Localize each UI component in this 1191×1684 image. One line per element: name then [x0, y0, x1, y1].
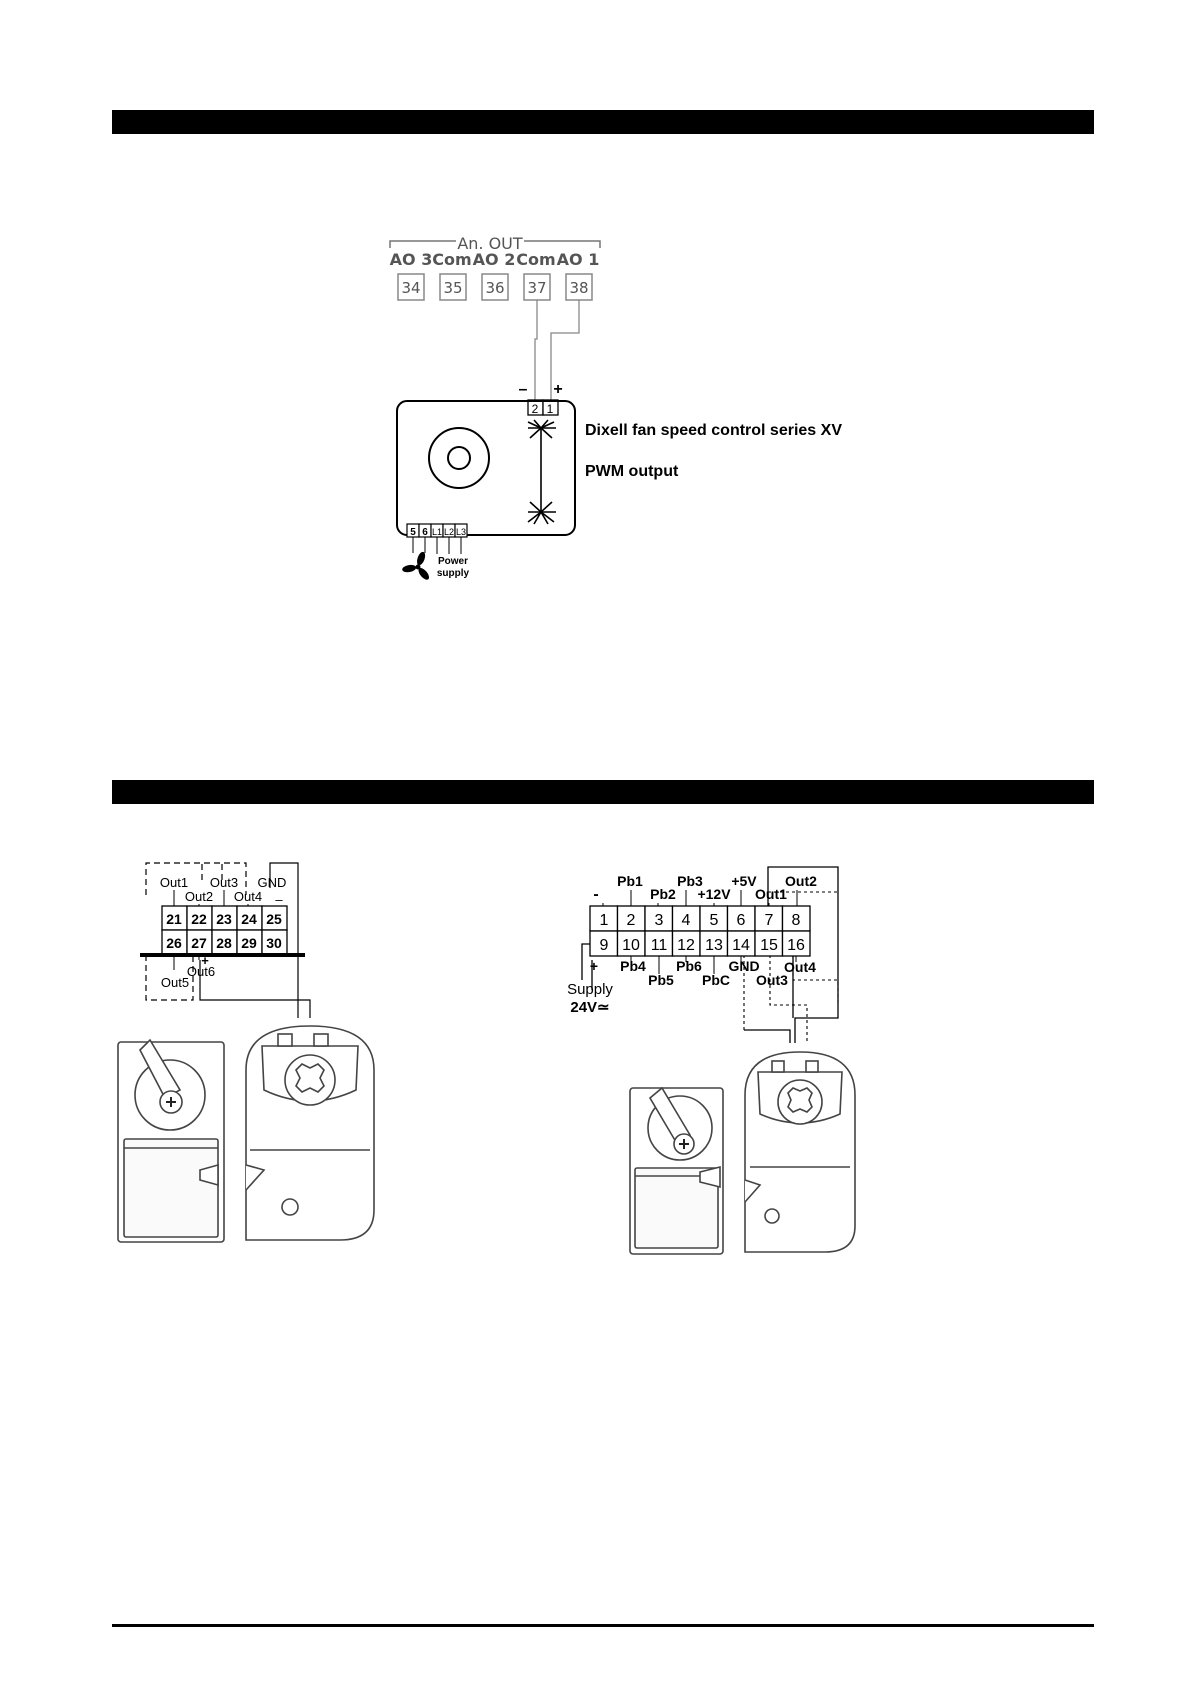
bottom-pin-5: 5 [410, 527, 416, 538]
terminal-1: 1 [600, 912, 609, 929]
actuator-icon [245, 1025, 375, 1241]
terminal-21: 21 [166, 911, 182, 927]
terminal-29: 29 [241, 935, 257, 951]
terminal-12: 12 [677, 937, 695, 954]
bottom-pin-l1: L1 [432, 527, 442, 537]
terminal-35: 35 [443, 279, 462, 297]
label-pb5: Pb5 [648, 972, 674, 988]
label-out4: Out4 [234, 889, 262, 904]
section-header-bar-1 [112, 110, 1094, 134]
section-header-bar-2 [112, 780, 1094, 804]
label-pbc: PbC [702, 972, 730, 988]
terminal-26: 26 [166, 935, 182, 951]
label-plus12v: +12V [697, 886, 731, 902]
supply-voltage-label: 24V≃ [570, 999, 609, 1016]
xv-subtitle: PWM output [585, 463, 679, 480]
label-out2-right: Out2 [785, 873, 817, 889]
label-gnd-right: GND [728, 958, 759, 974]
label-out1-right: Out1 [755, 886, 787, 902]
label-gnd: GND [258, 875, 287, 890]
terminal-13: 13 [705, 937, 723, 954]
label-pb2: Pb2 [650, 886, 676, 902]
label-out1: Out1 [160, 875, 188, 890]
label-out4-right: Out4 [784, 959, 816, 975]
terminal-3: 3 [655, 912, 664, 929]
label-pb4: Pb4 [620, 958, 646, 974]
terminal-30: 30 [266, 935, 282, 951]
an-out-label: An. OUT [457, 234, 523, 253]
power-label-line1: Power [438, 556, 468, 567]
terminal-28: 28 [216, 935, 232, 951]
terminal-10: 10 [622, 937, 640, 954]
bottom-pin-l2: L2 [444, 527, 454, 537]
input-pin-1: 1 [547, 402, 554, 416]
terminal-4: 4 [682, 912, 691, 929]
terminal-22: 22 [191, 911, 207, 927]
terminal-label-ao1: AO 1 [557, 250, 600, 269]
label-out6: Out6 [187, 964, 215, 979]
terminal-16: 16 [787, 937, 805, 954]
power-label-line2: supply [437, 568, 470, 579]
label-out5: Out5 [161, 975, 189, 990]
footer-rule [112, 1624, 1094, 1627]
out6-plus: + [201, 953, 209, 968]
terminal-24: 24 [241, 911, 257, 927]
xv-title: Dixell fan speed control series XV [585, 422, 842, 439]
valve-body-icon [117, 1038, 225, 1243]
terminal-34: 34 [401, 279, 420, 297]
terminal-label-ao2: AO 2 [473, 250, 516, 269]
label-out3: Out3 [210, 875, 238, 890]
terminal-6: 6 [737, 912, 746, 929]
terminal-8: 8 [792, 912, 801, 929]
plus-sign: + [553, 381, 562, 398]
actuator-icon-right [744, 1051, 856, 1253]
terminal-36: 36 [485, 279, 504, 297]
label-out2: Out2 [185, 889, 213, 904]
pwm-symbol-icon [527, 419, 556, 525]
bottom-pin-l3: L3 [456, 527, 466, 537]
terminal-label-ao3: AO 3 [390, 250, 433, 269]
terminal-27: 27 [191, 935, 207, 951]
terminal-7: 7 [765, 912, 774, 929]
label-pb3: Pb3 [677, 873, 703, 889]
terminal-25: 25 [266, 911, 282, 927]
knob-icon [428, 427, 490, 489]
minus-label: - [593, 886, 598, 903]
terminal-11: 11 [651, 937, 668, 954]
input-pin-2: 2 [532, 402, 539, 416]
minus-sign: – [519, 381, 528, 398]
label-pb6: Pb6 [676, 958, 702, 974]
label-out3-right: Out3 [756, 972, 788, 988]
supply-label: Supply [567, 981, 613, 998]
fan-icon [402, 551, 430, 580]
terminal-37: 37 [527, 279, 546, 297]
bottom-pin-6: 6 [422, 527, 428, 538]
terminal-label-com-2: Com [516, 250, 555, 269]
terminal-5: 5 [710, 912, 719, 929]
terminal-2: 2 [627, 912, 636, 929]
xv-module-body [396, 400, 576, 536]
terminal-9: 9 [600, 937, 609, 954]
gnd-minus: – [275, 892, 283, 907]
label-plus5v: +5V [731, 873, 757, 889]
valve-body-icon-right [629, 1086, 724, 1255]
terminal-23: 23 [216, 911, 232, 927]
terminal-14: 14 [732, 937, 750, 954]
label-pb1: Pb1 [617, 873, 643, 889]
terminal-label-com-1: Com [432, 250, 471, 269]
terminal-15: 15 [760, 937, 778, 954]
plus-label: + [590, 958, 598, 974]
terminal-38: 38 [569, 279, 588, 297]
